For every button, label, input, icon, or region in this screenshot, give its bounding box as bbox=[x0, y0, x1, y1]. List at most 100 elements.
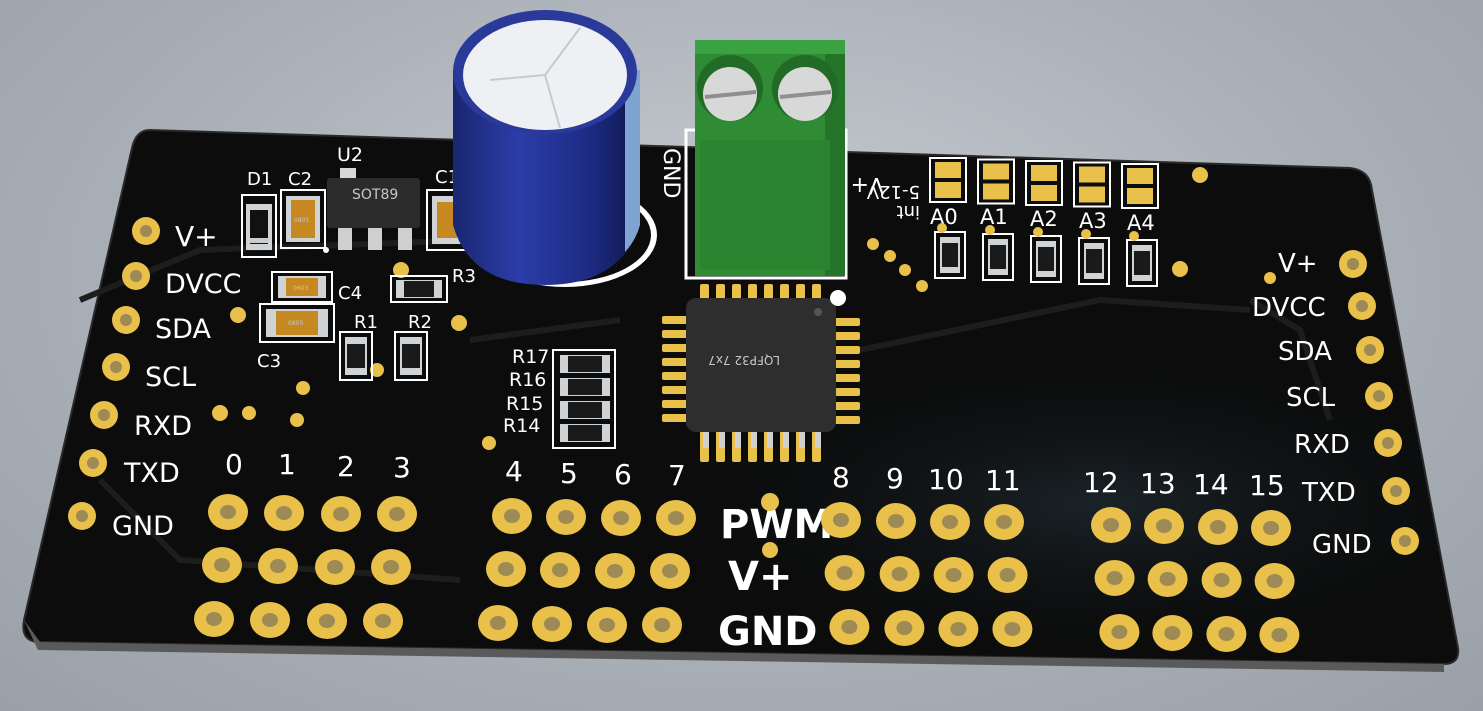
label-r1: R1 bbox=[354, 312, 378, 333]
analog-jumper-pad bbox=[1025, 160, 1063, 206]
electrolytic-capacitor bbox=[453, 10, 657, 287]
capacitor-c4: 0603 C4 bbox=[271, 271, 362, 304]
analog-jumper-pad bbox=[1121, 163, 1159, 209]
svg-text:0805: 0805 bbox=[288, 320, 303, 327]
analog-jumper-pad bbox=[929, 157, 967, 203]
header-pin bbox=[1254, 563, 1295, 599]
channel-number: 7 bbox=[668, 459, 686, 492]
header-pin bbox=[1094, 560, 1135, 596]
header-pin bbox=[1251, 510, 1291, 546]
header-pin bbox=[992, 611, 1033, 647]
channel-number: 12 bbox=[1083, 466, 1119, 499]
right-pad-txd bbox=[1382, 477, 1410, 505]
header-pin bbox=[492, 498, 532, 534]
header-pin bbox=[595, 553, 635, 589]
row-labels: PWM V+ GND bbox=[718, 502, 833, 655]
left-label-dvcc: DVCC bbox=[165, 269, 242, 300]
header-pin bbox=[486, 551, 526, 587]
analog-resistor bbox=[934, 223, 966, 279]
analog-resistor bbox=[982, 225, 1014, 281]
analog-jumpers: A0 A1 A2 A3 A4 bbox=[929, 157, 1159, 287]
header-pin bbox=[876, 503, 916, 539]
right-pad-vplus bbox=[1339, 250, 1367, 278]
analog-label-a3: A3 bbox=[1079, 209, 1107, 233]
microcontroller-lqfp32: LQFP32 7x7 bbox=[662, 284, 860, 462]
header-pin bbox=[1152, 615, 1193, 651]
terminal-label-int: int bbox=[897, 201, 920, 222]
header-pin bbox=[377, 496, 417, 532]
analog-label-a1: A1 bbox=[980, 205, 1008, 229]
analog-resistor bbox=[1030, 227, 1062, 283]
analog-resistor bbox=[1078, 229, 1110, 285]
header-pin bbox=[879, 556, 920, 592]
row-label-pwm: PWM bbox=[720, 502, 833, 548]
channel-number: 14 bbox=[1193, 468, 1229, 501]
label-c4: C4 bbox=[338, 283, 362, 304]
analog-jumper-pad bbox=[977, 158, 1015, 205]
header-pin bbox=[1144, 508, 1184, 544]
label-c3: C3 bbox=[257, 351, 281, 372]
right-label-txd: TXD bbox=[1301, 478, 1356, 508]
label-d1: D1 bbox=[247, 169, 272, 190]
left-label-rxd: RXD bbox=[134, 411, 192, 442]
label-r14: R14 bbox=[503, 415, 540, 437]
left-label-vplus: V+ bbox=[175, 220, 218, 253]
header-pin bbox=[202, 547, 242, 583]
header-pin bbox=[307, 603, 347, 639]
channel-number: 10 bbox=[928, 463, 964, 496]
screw-terminal: GND V+ 5-12V int bbox=[658, 40, 920, 280]
right-pad-gnd bbox=[1391, 527, 1419, 555]
right-label-scl: SCL bbox=[1286, 383, 1336, 413]
header-pin bbox=[1091, 507, 1131, 543]
left-label-gnd: GND bbox=[112, 511, 174, 542]
label-c2: C2 bbox=[288, 169, 312, 190]
header-pin bbox=[264, 495, 304, 531]
channel-number: 11 bbox=[985, 464, 1021, 497]
terminal-label-vplus: V+ bbox=[851, 172, 884, 197]
voltage-regulator-u2: SOT89 U2 bbox=[323, 144, 420, 253]
header-pin bbox=[933, 557, 974, 593]
channel-number: 6 bbox=[614, 458, 632, 491]
right-pad-sda bbox=[1356, 336, 1384, 364]
channel-number: 9 bbox=[886, 462, 904, 495]
header-pin bbox=[371, 549, 411, 585]
right-label-sda: SDA bbox=[1278, 337, 1332, 367]
header-pin bbox=[1147, 561, 1188, 597]
header-pin bbox=[821, 502, 861, 538]
header-pin bbox=[1198, 509, 1238, 545]
right-pad-rxd bbox=[1374, 429, 1402, 457]
header-pin bbox=[930, 504, 970, 540]
label-r2: R2 bbox=[408, 312, 432, 333]
header-pin bbox=[258, 548, 298, 584]
svg-text:0603: 0603 bbox=[293, 285, 308, 292]
right-pad-scl bbox=[1365, 382, 1393, 410]
header-pin bbox=[938, 611, 979, 647]
header-pin bbox=[478, 605, 518, 641]
left-label-sda: SDA bbox=[155, 314, 211, 345]
channel-number: 3 bbox=[393, 451, 411, 484]
regulator-marking: SOT89 bbox=[352, 187, 398, 203]
row-label-vplus: V+ bbox=[728, 554, 792, 600]
left-pad-dvcc bbox=[122, 262, 150, 290]
left-label-txd: TXD bbox=[123, 458, 180, 489]
header-pin bbox=[884, 610, 925, 646]
channel-number: 4 bbox=[505, 455, 523, 488]
header-pin bbox=[250, 602, 290, 638]
resistor-r1: R1 bbox=[339, 312, 378, 381]
channel-number: 0 bbox=[225, 448, 243, 481]
channel-numbers: 0 1 2 3 4 5 6 7 8 9 10 11 12 13 14 15 bbox=[225, 448, 1285, 502]
left-pad-vplus bbox=[132, 217, 160, 245]
channel-number: 15 bbox=[1249, 469, 1285, 502]
header-pin bbox=[208, 494, 248, 530]
right-label-vplus: V+ bbox=[1278, 249, 1318, 279]
svg-text:0805: 0805 bbox=[294, 217, 309, 224]
header-pin bbox=[194, 601, 234, 637]
label-u2: U2 bbox=[337, 144, 363, 166]
header-pin bbox=[601, 500, 641, 536]
header-pin bbox=[587, 607, 627, 643]
right-label-rxd: RXD bbox=[1294, 430, 1350, 460]
header-pin bbox=[321, 496, 361, 532]
vias bbox=[212, 167, 1276, 558]
capacitor-c2: 0805 C2 bbox=[280, 169, 326, 249]
